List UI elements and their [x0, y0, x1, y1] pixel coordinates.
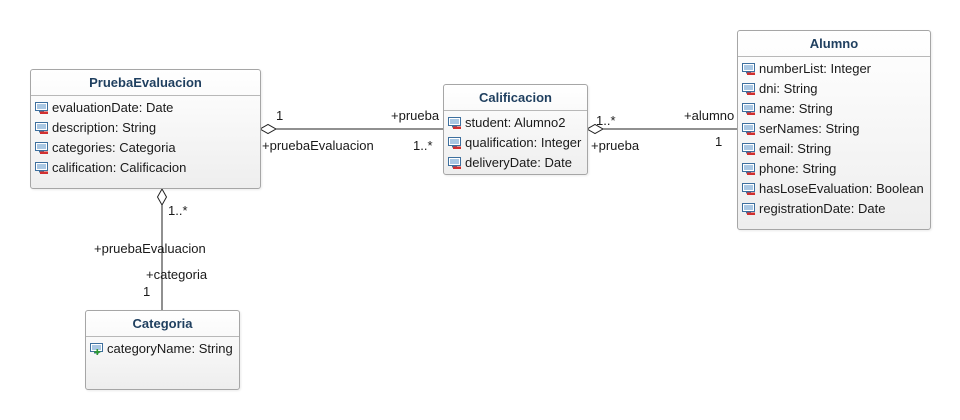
- class-name: PruebaEvaluacion: [31, 70, 260, 96]
- public-attribute-icon: [90, 343, 104, 355]
- attribute-text: student: Alumno2: [465, 115, 566, 130]
- role-label: +prueba: [391, 108, 440, 123]
- class-categoria[interactable]: Categoria categoryName: String: [85, 310, 240, 390]
- role-label: +prueba: [591, 138, 640, 153]
- multiplicity-label: 1: [715, 134, 723, 149]
- attribute-text: evaluationDate: Date: [52, 100, 174, 115]
- attribute-row[interactable]: deliveryDate: Date: [444, 153, 587, 173]
- attribute-list: categoryName: String: [86, 337, 239, 359]
- attribute-text: registrationDate: Date: [759, 201, 886, 216]
- class-name: Categoria: [86, 311, 239, 337]
- multiplicity-label: 1..*: [413, 138, 433, 153]
- attribute-text: name: String: [759, 101, 833, 116]
- private-attribute-icon: [35, 122, 49, 134]
- attribute-row[interactable]: numberList: Integer: [738, 59, 930, 79]
- private-attribute-icon: [742, 83, 756, 95]
- attribute-row[interactable]: evaluationDate: Date: [31, 98, 260, 118]
- attribute-text: categories: Categoria: [52, 140, 176, 155]
- private-attribute-icon: [448, 117, 462, 129]
- attribute-list: student: Alumno2 qualification: Integer …: [444, 111, 587, 173]
- role-label: +pruebaEvaluacion: [262, 138, 374, 153]
- private-attribute-icon: [742, 103, 756, 115]
- class-prueba-evaluacion[interactable]: PruebaEvaluacion evaluationDate: Date de…: [30, 69, 261, 189]
- attribute-text: phone: String: [759, 161, 837, 176]
- private-attribute-icon: [35, 102, 49, 114]
- private-attribute-icon: [742, 203, 756, 215]
- attribute-text: dni: String: [759, 81, 818, 96]
- attribute-row[interactable]: calification: Calificacion: [31, 158, 260, 178]
- role-label: +alumno: [684, 108, 735, 123]
- attribute-row[interactable]: serNames: String: [738, 119, 930, 139]
- attribute-row[interactable]: email: String: [738, 139, 930, 159]
- private-attribute-icon: [35, 142, 49, 154]
- attribute-row[interactable]: student: Alumno2: [444, 113, 587, 133]
- private-attribute-icon: [742, 183, 756, 195]
- private-attribute-icon: [35, 162, 49, 174]
- attribute-text: categoryName: String: [107, 341, 233, 356]
- attribute-row[interactable]: registrationDate: Date: [738, 199, 930, 219]
- attribute-text: deliveryDate: Date: [465, 155, 572, 170]
- private-attribute-icon: [742, 123, 756, 135]
- attribute-text: serNames: String: [759, 121, 860, 136]
- private-attribute-icon: [742, 163, 756, 175]
- attribute-text: calification: Calificacion: [52, 160, 187, 175]
- attribute-list: numberList: Integer dni: String name: St…: [738, 57, 930, 219]
- aggregation-diamond-cal: [585, 123, 605, 135]
- aggregation-diamond-pe: [258, 123, 278, 135]
- attribute-text: numberList: Integer: [759, 61, 872, 76]
- private-attribute-icon: [742, 143, 756, 155]
- attribute-row[interactable]: categories: Categoria: [31, 138, 260, 158]
- role-label: +pruebaEvaluacion: [94, 241, 206, 256]
- aggregation-diamond-pe-bottom: [156, 187, 168, 207]
- multiplicity-label: 1: [276, 108, 284, 123]
- class-calificacion[interactable]: Calificacion student: Alumno2 qualificat…: [443, 84, 588, 175]
- attribute-row[interactable]: categoryName: String: [86, 339, 239, 359]
- attribute-list: evaluationDate: Date description: String…: [31, 96, 260, 178]
- multiplicity-label: 1..*: [596, 113, 616, 128]
- attribute-row[interactable]: hasLoseEvaluation: Boolean: [738, 179, 930, 199]
- multiplicity-label: 1..*: [168, 203, 188, 218]
- attribute-row[interactable]: description: String: [31, 118, 260, 138]
- attribute-text: email: String: [759, 141, 832, 156]
- attribute-text: hasLoseEvaluation: Boolean: [759, 181, 924, 196]
- attribute-row[interactable]: qualification: Integer: [444, 133, 587, 153]
- private-attribute-icon: [742, 63, 756, 75]
- multiplicity-label: 1: [143, 284, 151, 299]
- attribute-text: qualification: Integer: [465, 135, 582, 150]
- class-alumno[interactable]: Alumno numberList: Integer dni: String n…: [737, 30, 931, 230]
- role-label: +categoria: [146, 267, 208, 282]
- attribute-text: description: String: [52, 120, 157, 135]
- class-name: Alumno: [738, 31, 930, 57]
- attribute-row[interactable]: dni: String: [738, 79, 930, 99]
- attribute-row[interactable]: phone: String: [738, 159, 930, 179]
- private-attribute-icon: [448, 137, 462, 149]
- class-name: Calificacion: [444, 85, 587, 111]
- private-attribute-icon: [448, 157, 462, 169]
- attribute-row[interactable]: name: String: [738, 99, 930, 119]
